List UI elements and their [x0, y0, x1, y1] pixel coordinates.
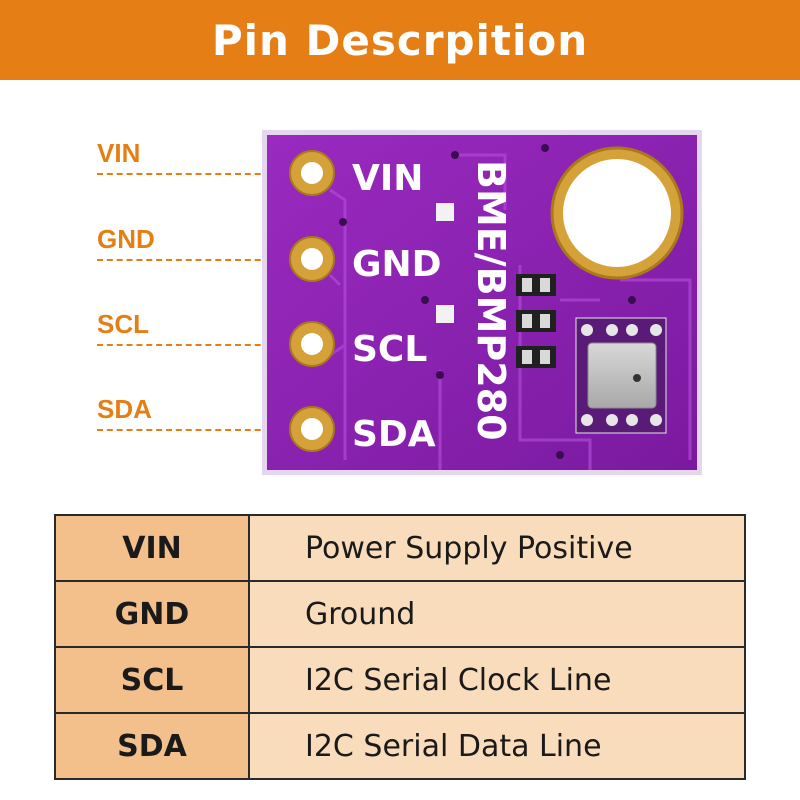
pin-description-cell: I2C Serial Clock Line: [248, 646, 746, 714]
pin-description-cell: Power Supply Positive: [248, 514, 746, 582]
pin-name-cell: SCL: [54, 646, 250, 714]
silk-label-scl: SCL: [352, 329, 427, 370]
pin-name-cell: VIN: [54, 514, 250, 582]
pin-description-table: VIN Power Supply Positive GND Ground SCL…: [54, 514, 746, 780]
table-row: GND Ground: [54, 580, 746, 648]
pin-name-cell: GND: [54, 580, 250, 648]
sensor-chip: [575, 317, 667, 434]
page-title: Pin Descrpition: [211, 15, 589, 65]
silk-label-sda: SDA: [352, 414, 436, 455]
silk-label-vin: VIN: [352, 158, 423, 199]
leader-line-gnd: [97, 259, 310, 261]
pin-name-cell: SDA: [54, 712, 250, 780]
pin-description-cell: I2C Serial Data Line: [248, 712, 746, 780]
pin-header: [289, 150, 335, 452]
leader-line-scl: [97, 344, 310, 346]
pin-label-sda: SDA: [97, 394, 152, 424]
silk-label-gnd: GND: [352, 244, 442, 285]
title-banner: Pin Descrpition: [0, 0, 800, 80]
pin-label-gnd: GND: [97, 224, 155, 254]
pin-label-vin: VIN: [97, 138, 141, 168]
leader-line-vin: [97, 173, 310, 175]
silk-pad: [436, 203, 454, 221]
table-row: SCL I2C Serial Clock Line: [54, 646, 746, 714]
smd-components: [516, 274, 556, 368]
pin-label-scl: SCL: [97, 309, 149, 339]
table-row: SDA I2C Serial Data Line: [54, 712, 746, 780]
vias: [339, 144, 636, 459]
chip-label: BME/BMP280: [469, 160, 513, 441]
silk-pad: [436, 305, 454, 323]
leader-line-sda: [97, 429, 310, 431]
table-row: VIN Power Supply Positive: [54, 514, 746, 582]
pin-description-cell: Ground: [248, 580, 746, 648]
